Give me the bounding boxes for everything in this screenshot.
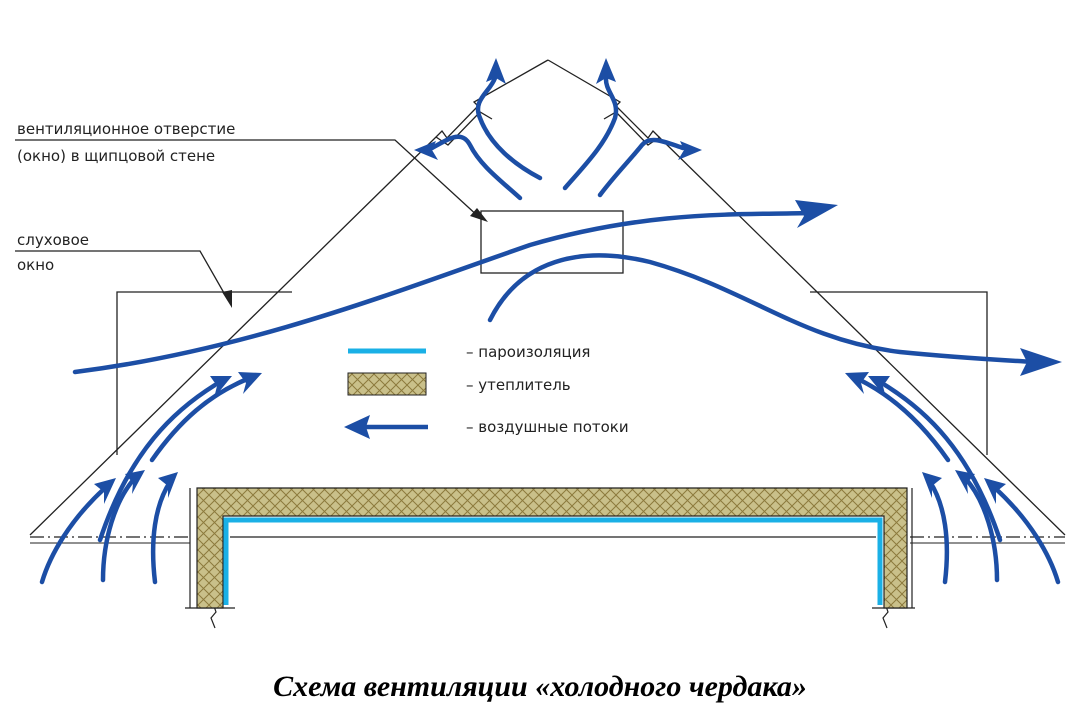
legend: – пароизоляция – утеплитель – воздушные …: [344, 343, 629, 439]
ceiling-insulation: [196, 487, 908, 609]
legend-vapor-barrier-label: – пароизоляция: [466, 343, 590, 361]
air-flow-inner-right-2-arrow: [845, 372, 869, 394]
air-flow-main: [72, 210, 813, 375]
air-flow-ridge-left-2-arrow: [414, 141, 438, 160]
air-flow-eave-right-3: [927, 479, 950, 585]
dormer-label-line1: слуховое: [17, 231, 89, 249]
air-flow-inner-right-2: [857, 377, 951, 463]
air-flow-inner-left-1: [97, 382, 218, 543]
air-flow-eave-right-2: [962, 475, 1000, 583]
air-flow-ridge-right-2: [597, 137, 686, 198]
gable-vent-label-line2: (окно) в щипцовой стене: [17, 147, 215, 165]
air-flow-eave-right-1-arrow: [984, 478, 1006, 504]
air-flows: [39, 58, 1062, 585]
vapor-barrier: [223, 517, 883, 605]
gable-vent-label-line1: вентиляционное отверстие: [17, 120, 235, 138]
left-dormer-outline: [116, 291, 292, 455]
air-flow-eave-right-3-arrow: [922, 472, 942, 498]
gable-vent-leader: [15, 139, 481, 219]
legend-insulation-label: – утеплитель: [466, 376, 571, 394]
dormer-label-line2: окно: [17, 256, 54, 274]
air-flow-ridge-left-1-arrow: [486, 58, 506, 84]
right-dormer-outline: [810, 291, 988, 455]
air-flow-eave-left-3-arrow: [158, 472, 178, 498]
air-flow-inner-left-2-arrow: [238, 372, 262, 394]
diagram-caption: Схема вентиляции «холодного чердака»: [273, 670, 807, 703]
air-flow-inner-left-1-arrow: [210, 376, 232, 398]
air-flow-inner-left-2: [149, 377, 248, 463]
air-flow-eave-left-2: [100, 475, 138, 583]
dormer-leader: [15, 250, 229, 301]
air-flow-eave-left-1-arrow: [94, 478, 116, 504]
air-flow-eave-left-3: [150, 479, 173, 585]
air-flow-ridge-left-2: [429, 134, 523, 201]
gable-vent-window: [480, 210, 624, 274]
legend-air-flow-arrowhead: [344, 415, 370, 439]
gable-vent-leader-arrow: [470, 208, 488, 222]
air-flow-main-arrow: [795, 200, 838, 228]
dormer-leader-arrow: [222, 290, 232, 308]
air-flow-inner-right-1: [882, 382, 1003, 543]
air-flow-ridge-left-1: [475, 75, 543, 181]
air-flow-secondary: [487, 253, 1038, 365]
air-flow-ridge-right-2-arrow: [678, 141, 702, 160]
air-flow-ridge-right-1-arrow: [596, 58, 616, 84]
air-flow-eave-left-1: [39, 485, 108, 585]
legend-insulation-swatch: [347, 372, 427, 396]
air-flow-eave-right-1: [992, 485, 1061, 585]
air-flow-ridge-right-1: [562, 75, 619, 191]
legend-air-flow-label: – воздушные потоки: [466, 418, 629, 436]
air-flow-secondary-arrow: [1020, 348, 1062, 376]
